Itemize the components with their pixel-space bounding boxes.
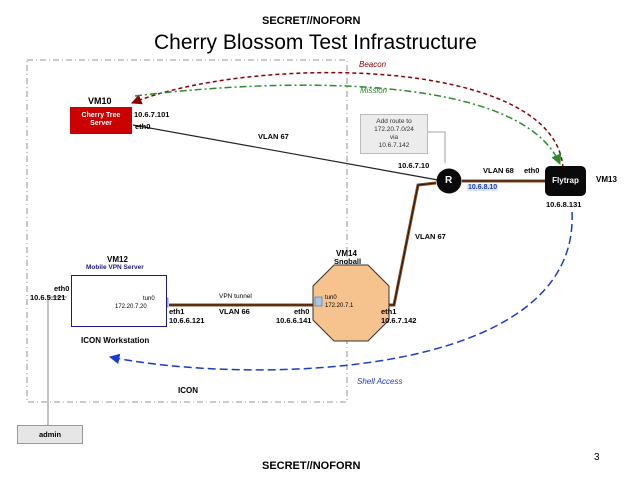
- route-note-line3: via: [389, 134, 399, 142]
- vm10-ip: 10.6.7.101: [134, 110, 170, 119]
- icon-region-label: ICON: [178, 386, 198, 395]
- icon-region-boundary: [26, 59, 348, 403]
- snoball-tun0-ip: 172.20.7.1: [325, 303, 354, 309]
- shell-access-label: Shell Access: [357, 377, 403, 386]
- route-note: Add route to 172.20.7.0/24 via 10.6.7.14…: [360, 114, 428, 154]
- link-vm10-router: [132, 124, 439, 181]
- router-ip-left: 10.6.7.10: [398, 161, 430, 170]
- vm12-label: VM12: [107, 255, 128, 264]
- top-classification: SECRET//NOFORN: [262, 15, 361, 27]
- beacon-flow: [131, 71, 564, 169]
- mission-label: Mission: [360, 86, 388, 95]
- router-label: R: [445, 175, 453, 186]
- icon-workstation-label: ICON Workstation: [81, 336, 150, 345]
- snoball-node: [312, 264, 390, 342]
- vm10-label: VM10: [88, 96, 112, 106]
- vm12-eth0-ip: 10.6.5.121: [30, 293, 66, 302]
- vpn-tunnel-label: VPN tunnel: [219, 293, 252, 300]
- snoball-eth1: eth1: [381, 307, 397, 316]
- route-note-connector: [428, 131, 446, 163]
- admin-label: admin: [38, 430, 62, 439]
- vm10-eth0: eth0: [135, 122, 151, 131]
- snoball-eth1-ip: 10.6.7.142: [381, 316, 417, 325]
- snoball-eth0: eth0: [294, 307, 310, 316]
- flytrap-ip: 10.6.8.131: [546, 200, 582, 209]
- vm14-label: VM14: [336, 249, 357, 258]
- route-note-line2: 172.20.7.0/24: [374, 126, 414, 134]
- snoball-tun0-port: [314, 296, 323, 307]
- flytrap-name: Flytrap: [552, 176, 579, 185]
- cherry-tree-server-line1: Cherry Tree: [81, 112, 121, 119]
- router-node: [436, 168, 462, 194]
- router-ip-right: 10.6.8.10: [467, 184, 499, 191]
- cherry-tree-server-node: Cherry Tree Server: [70, 107, 132, 134]
- flytrap-eth0: eth0: [524, 166, 540, 175]
- shell-access-flow: [108, 211, 573, 371]
- vm12-tun0-ip: 172.20.7.20: [115, 304, 147, 310]
- route-note-line4: 10.6.7.142: [378, 142, 410, 150]
- vm12-eth1-ip: 10.6.6.121: [169, 316, 205, 325]
- vm12-eth1: eth1: [169, 307, 185, 316]
- vm12-tun0: tun0: [143, 296, 155, 302]
- snoball-eth0-ip: 10.6.6.141: [276, 316, 312, 325]
- page-number: 3: [594, 452, 600, 463]
- vm13-label: VM13: [596, 175, 617, 184]
- snoball-tun0: tun0: [325, 295, 337, 301]
- mobile-vpn-server-label: Mobile VPN Server: [86, 264, 144, 271]
- vlan68-label: VLAN 68: [483, 166, 514, 175]
- vlan66-label: VLAN 66: [219, 307, 250, 316]
- snoball-label: Snoball: [334, 257, 362, 266]
- cherry-tree-server-line2: Server: [90, 120, 112, 128]
- route-note-line1: Add route to: [376, 118, 412, 125]
- mission-flow: [134, 84, 562, 165]
- bottom-classification: SECRET//NOFORN: [262, 460, 361, 472]
- vlan67-top-label: VLAN 67: [258, 132, 289, 141]
- flytrap-node: Flytrap: [545, 166, 586, 196]
- link-router-snoball-core: [386, 182, 437, 306]
- admin-connector: [47, 296, 67, 425]
- vlan67-right-label: VLAN 67: [415, 232, 446, 241]
- vm12-eth0: eth0: [54, 284, 70, 293]
- beacon-label: Beacon: [359, 60, 387, 69]
- admin-node: admin: [17, 425, 83, 444]
- page-title: Cherry Blossom Test Infrastructure: [154, 31, 477, 54]
- link-router-snoball: [386, 181, 437, 307]
- vm12-node: [71, 275, 167, 327]
